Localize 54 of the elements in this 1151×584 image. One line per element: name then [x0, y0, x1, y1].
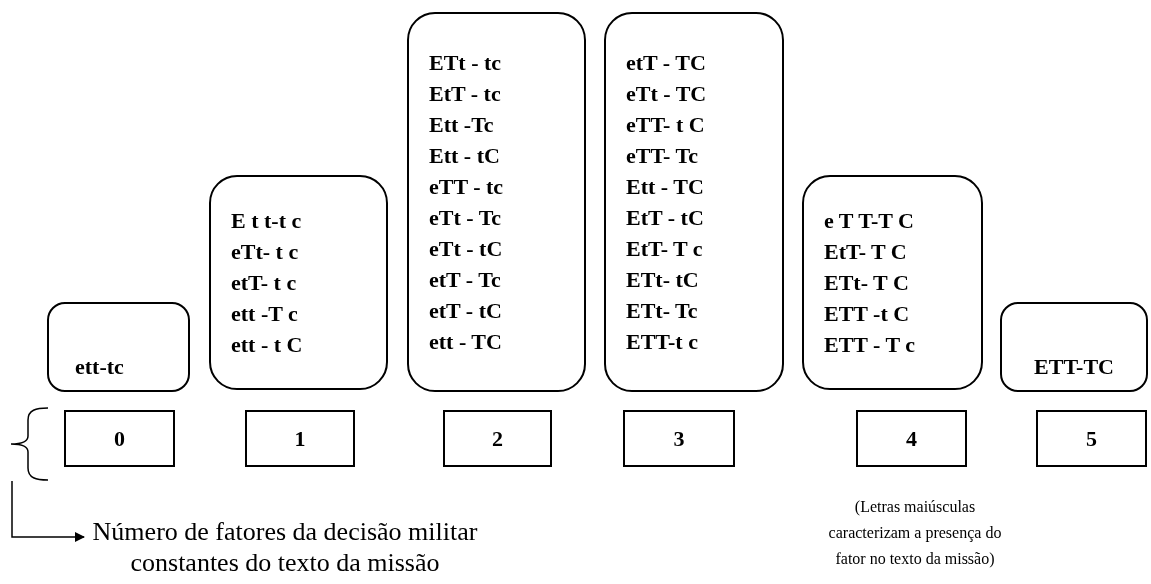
count-number: 2 [492, 425, 503, 453]
combination-text: etT- t c [231, 269, 298, 297]
count-number: 0 [114, 425, 125, 453]
combination-box [47, 302, 190, 392]
combination-text: ett -T c [231, 300, 299, 328]
combination-text: eTt - tC [429, 235, 504, 263]
combination-text: Ett - tC [429, 142, 501, 170]
combination-text: eTT- Tc [626, 142, 699, 170]
combination-text: EtT- T C [824, 238, 908, 266]
combination-text: ett-tc [75, 353, 125, 381]
combination-text: Ett -Tc [429, 111, 495, 139]
combination-text: ETt- T C [824, 269, 910, 297]
combination-text: ETt - tc [429, 49, 503, 77]
combination-text: EtT - tC [626, 204, 705, 232]
combination-text: eTT - tc [429, 173, 505, 201]
combination-text: ETT -t C [824, 300, 911, 328]
count-box [623, 410, 735, 467]
combination-text: etT - tC [429, 297, 503, 325]
combination-text: ETt- tC [626, 266, 700, 294]
combination-box [1000, 302, 1148, 392]
curly-bracket [10, 407, 48, 481]
combination-text: eTt - Tc [429, 204, 503, 232]
combination-box [604, 12, 784, 392]
combination-text: ett - TC [429, 328, 503, 356]
combination-text: EtT- T c [626, 235, 704, 263]
combination-box [407, 12, 586, 392]
combination-text: eTT- t C [626, 111, 706, 139]
combination-text: ETT-t c [626, 328, 699, 356]
combination-text: ETt- Tc [626, 297, 699, 325]
count-box [1036, 410, 1147, 467]
combination-text: eTt- t c [231, 238, 300, 266]
combination-text: e T T-T C [824, 207, 915, 235]
combination-text: ETT-TC [1034, 353, 1114, 381]
combination-text: E t t-t c [231, 207, 303, 235]
count-number: 1 [294, 425, 306, 453]
count-number: 3 [673, 425, 685, 453]
combination-box [802, 175, 983, 390]
arrow [11, 480, 85, 542]
count-box [64, 410, 175, 467]
combination-text: eTt - TC [626, 80, 708, 108]
count-box [856, 410, 967, 467]
caption-line: Número de fatores da decisão militar constantes do texto da missão [91, 516, 479, 578]
combination-text: EtT - tc [429, 80, 502, 108]
count-box [443, 410, 552, 467]
count-number: 4 [906, 425, 917, 453]
combination-text: ETT - T c [824, 331, 917, 359]
combination-text: Ett - TC [626, 173, 705, 201]
note-text: (Letras maiúsculas caracterizam a presença do fator no texto da missão) [827, 497, 1003, 569]
combination-text: etT - TC [626, 49, 707, 77]
count-box [245, 410, 355, 467]
count-number: 5 [1086, 425, 1097, 453]
combination-text: ett - t C [231, 331, 304, 359]
combination-box [209, 175, 388, 390]
combination-text: etT - Tc [429, 266, 502, 294]
